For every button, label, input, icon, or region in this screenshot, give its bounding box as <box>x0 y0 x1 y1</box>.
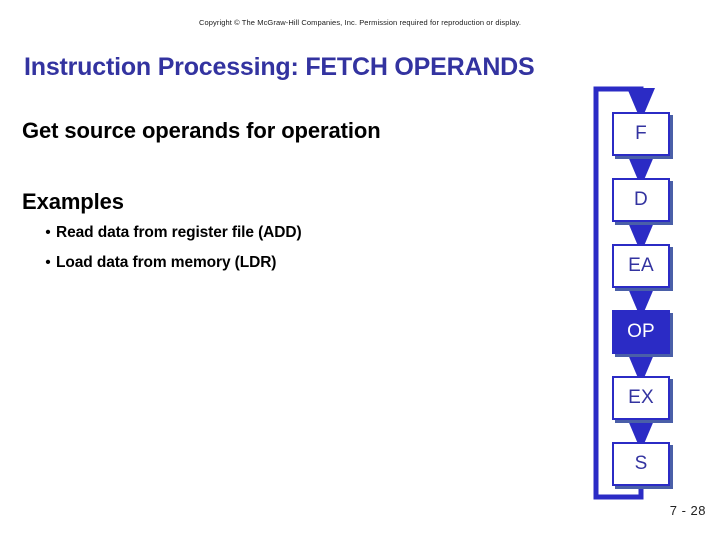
page-number: 7 - 28 <box>669 503 706 518</box>
flow-stage-store-result[interactable]: S <box>612 442 670 486</box>
flow-stage-execute[interactable]: EX <box>612 376 670 420</box>
examples-list: • Read data from register file (ADD) • L… <box>40 222 302 282</box>
flow-stage-fetch-operands[interactable]: OP <box>612 310 670 354</box>
flow-stage-fetch[interactable]: F <box>612 112 670 156</box>
flow-stage-label: S <box>634 453 648 474</box>
flow-stage-decode[interactable]: D <box>612 178 670 222</box>
list-item: • Load data from memory (LDR) <box>40 252 302 273</box>
bullet-icon: • <box>45 254 51 271</box>
copyright-notice: Copyright © The McGraw-Hill Companies, I… <box>198 18 522 27</box>
flow-stage-label: F <box>635 123 647 144</box>
body-subheading: Examples <box>22 189 124 214</box>
list-item: • Read data from register file (ADD) <box>40 222 302 243</box>
flow-stage-label: EA <box>628 255 654 276</box>
flow-stage-label: EX <box>628 387 654 408</box>
flow-stage-label: OP <box>627 321 655 342</box>
bullet-icon: • <box>45 224 51 241</box>
page-title: Instruction Processing: FETCH OPERANDS <box>24 53 535 81</box>
list-item-label: Read data from register file (ADD) <box>56 224 302 241</box>
body-heading: Get source operands for operation <box>22 118 381 143</box>
list-item-label: Load data from memory (LDR) <box>56 254 277 271</box>
flow-stage-label: D <box>634 189 648 210</box>
flow-stage-evaluate-addr[interactable]: EA <box>612 244 670 288</box>
